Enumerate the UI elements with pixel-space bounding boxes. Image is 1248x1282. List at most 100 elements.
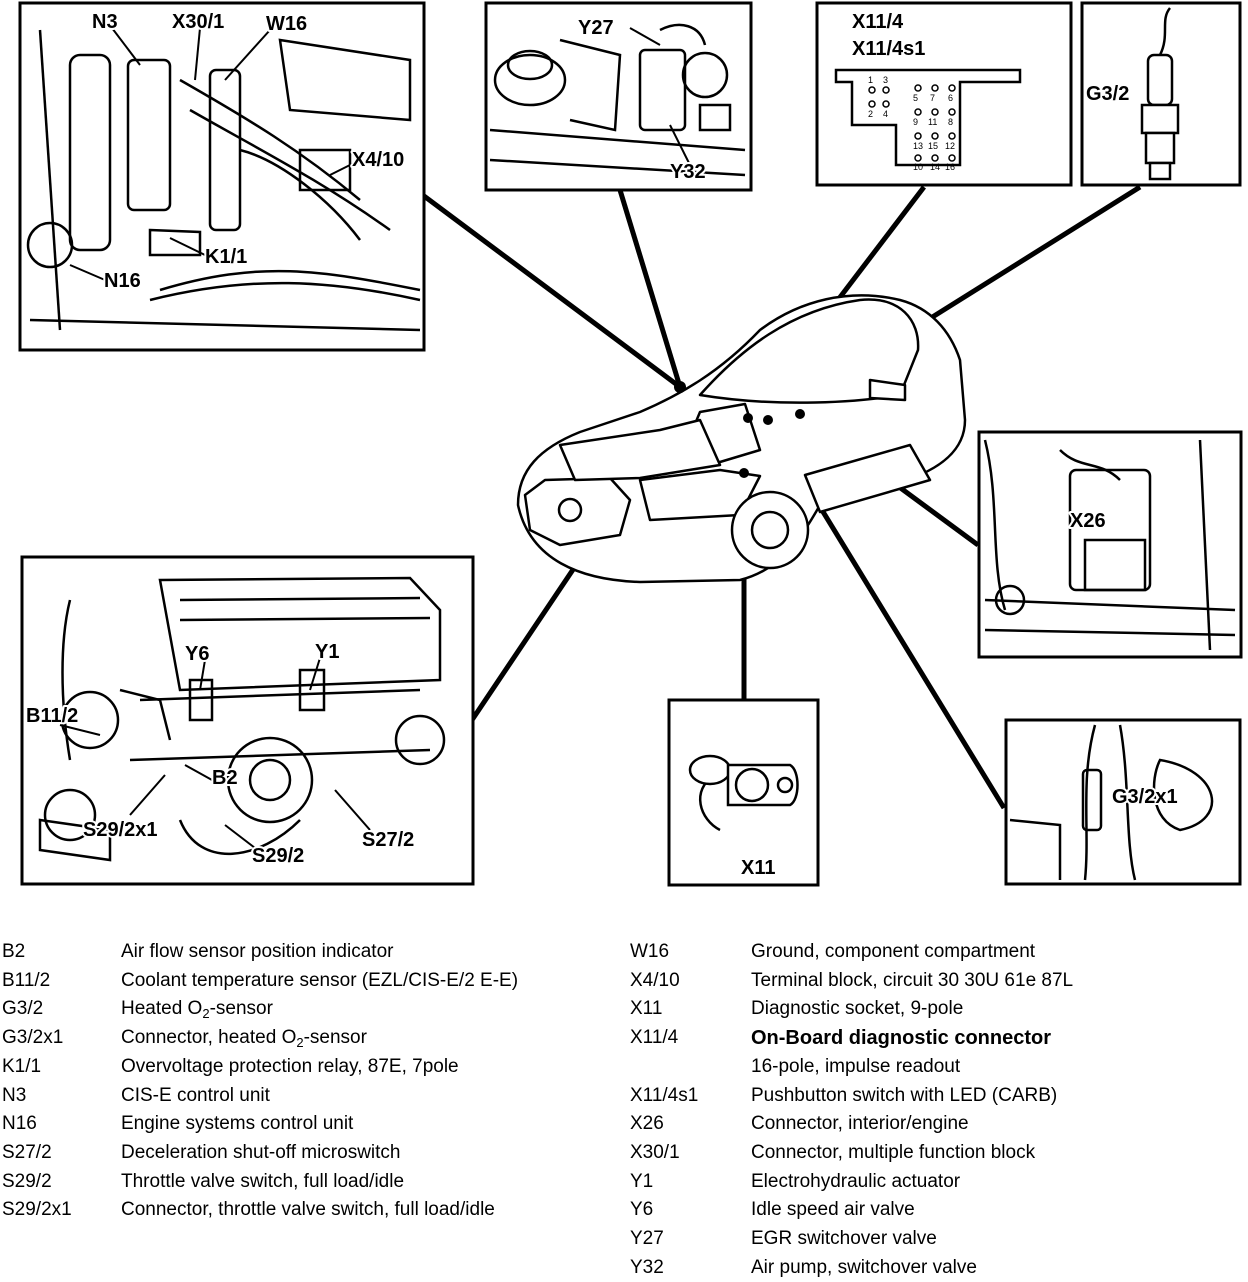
legend-code: X11/4s1 [630, 1084, 699, 1106]
legend-code: Y1 [630, 1170, 654, 1192]
legend-row: G3/2 Heated O2-sensor [2, 995, 612, 1024]
legend-code: X4/10 [630, 969, 680, 991]
legend-description: EGR switchover valve [751, 1228, 937, 1250]
svg-text:9: 9 [913, 117, 918, 127]
legend-code: N3 [2, 1084, 27, 1106]
legend-code [630, 1053, 751, 1082]
legend-description: Diagnostic socket, 9-pole [751, 998, 964, 1020]
legend-row: N16 Engine systems control unit [2, 1110, 612, 1139]
svg-text:4: 4 [883, 109, 888, 119]
legend-description: Coolant temperature sensor (EZL/CIS-E/2 … [121, 969, 519, 991]
legend-description: Connector, multiple function block [751, 1141, 1036, 1163]
legend-description: Air flow sensor position indicator [121, 941, 394, 962]
panel-engine-bay-top: N3 X30/1 W16 X4/10 K1/1 N16 [18, 1, 426, 352]
label-s29-2x1: S29/2x1 [83, 819, 158, 841]
panel-o2-sensor: G3/2 [1080, 1, 1242, 187]
point-x11 [739, 468, 749, 478]
legend-row: X30/1 Connector, multiple function block [630, 1139, 1242, 1168]
legend-description: Pushbutton switch with LED (CARB) [751, 1084, 1058, 1106]
svg-text:10: 10 [913, 162, 923, 172]
label-x11-4: X11/4 [852, 11, 904, 33]
legend-description: Electrohydraulic actuator [751, 1170, 961, 1192]
svg-text:11: 11 [928, 117, 937, 127]
legend-row: N3 CIS-E control unit [2, 1082, 612, 1111]
leader-top-left [422, 193, 682, 390]
label-x4-10: X4/10 [352, 149, 404, 171]
legend-row: X11 Diagnostic socket, 9-pole [630, 995, 1242, 1024]
svg-text:1: 1 [868, 75, 873, 85]
component-locator-diagram: N3 X30/1 W16 X4/10 K1/1 N16 Y27 Y32 X11/… [18, 1, 1243, 887]
legend-description: Connector, interior/engine [751, 1113, 969, 1135]
legend-description: 16-pole, impulse readout [751, 1055, 961, 1077]
legend-row: B11/2 Coolant temperature sensor (EZL/CIS… [2, 967, 612, 996]
svg-text:5: 5 [913, 93, 918, 103]
svg-text:3: 3 [883, 75, 888, 85]
legend-row: X11/4 On-Board diagnostic connector [630, 1024, 1242, 1053]
label-b11-2: B11/2 [26, 705, 78, 727]
legend-row: Y1 Electrohydraulic actuator [630, 1168, 1242, 1197]
panel-o2-connector: G3/2x1 [1004, 718, 1242, 886]
legend-description: Throttle valve switch, full load/idle [121, 1170, 405, 1192]
label-s27-2: S27/2 [362, 829, 414, 851]
legend-code: Y27 [630, 1228, 664, 1250]
legend-row: Y32 Air pump, switchover valve [630, 1254, 1242, 1282]
legend-row: W16 Ground, component compartment [630, 938, 1242, 967]
legend-row: S27/2 Deceleration shut-off microswitch [2, 1139, 612, 1168]
legend-description: CIS-E control unit [121, 1084, 270, 1106]
point-dash-1 [743, 413, 753, 423]
legend-row: X11/4s1 Pushbutton switch with LED (CARB) [630, 1082, 1242, 1111]
label-y32: Y32 [670, 161, 706, 183]
panel-egr: Y27 Y32 [484, 1, 753, 192]
panel-engine: Y6 Y1 B11/2 B2 S29/2x1 S29/2 S27/2 [20, 555, 475, 886]
legend-code: N16 [2, 1113, 37, 1135]
label-y27: Y27 [578, 17, 614, 39]
legend-code: X11/4 [630, 1027, 679, 1049]
svg-text:13: 13 [913, 141, 923, 151]
legend-description: Heated O2-sensor [121, 998, 273, 1022]
legend-description: Air pump, switchover valve [751, 1256, 977, 1278]
legend-description: On-Board diagnostic connector [751, 1027, 1052, 1050]
label-x11: X11 [741, 857, 775, 879]
legend-description: Idle speed air valve [751, 1199, 915, 1221]
car-connection-points [674, 381, 805, 478]
legend-code: B11/2 [2, 969, 51, 991]
panel-obd-connector: X11/4 X11/4s1 1 3 2 4 5 7 9 11 13 15 [815, 1, 1073, 187]
leader-y27 [617, 189, 683, 388]
point-dash-3 [795, 409, 805, 419]
legend-row: Y27 EGR switchover valve [630, 1225, 1242, 1254]
panel-diagnostic-socket: X11 [667, 698, 820, 887]
legend-description: Ground, component compartment [751, 941, 1036, 962]
label-y1: Y1 [315, 641, 339, 663]
legend-code: G3/2x1 [2, 1027, 64, 1049]
car-illustration [516, 294, 967, 584]
legend-code: X11 [630, 998, 663, 1020]
label-x30-1: X30/1 [172, 11, 224, 33]
legend-code: S29/2 [2, 1170, 52, 1192]
legend-code: Y32 [630, 1256, 664, 1278]
legend-description: Engine systems control unit [121, 1113, 354, 1135]
legend-code: X30/1 [630, 1141, 680, 1163]
point-engine-bay [674, 381, 686, 393]
connector-pins: 1 3 2 4 5 7 9 11 13 15 6 8 12 16 [868, 75, 956, 172]
label-n16: N16 [104, 270, 141, 292]
label-s29-2: S29/2 [252, 845, 304, 867]
label-g3-2x1: G3/2x1 [1112, 786, 1178, 808]
label-n3: N3 [92, 11, 118, 33]
legend-code: W16 [630, 941, 670, 962]
legend-code: S27/2 [2, 1141, 52, 1163]
svg-text:2: 2 [868, 109, 873, 119]
legend-code: G3/2 [2, 998, 44, 1020]
legend-code: S29/2x1 [2, 1199, 72, 1221]
label-y6: Y6 [185, 643, 209, 665]
label-w16: W16 [266, 13, 307, 35]
label-x26: X26 [1070, 510, 1106, 532]
svg-text:8: 8 [948, 117, 953, 127]
legend-description: Deceleration shut-off microswitch [121, 1141, 401, 1163]
